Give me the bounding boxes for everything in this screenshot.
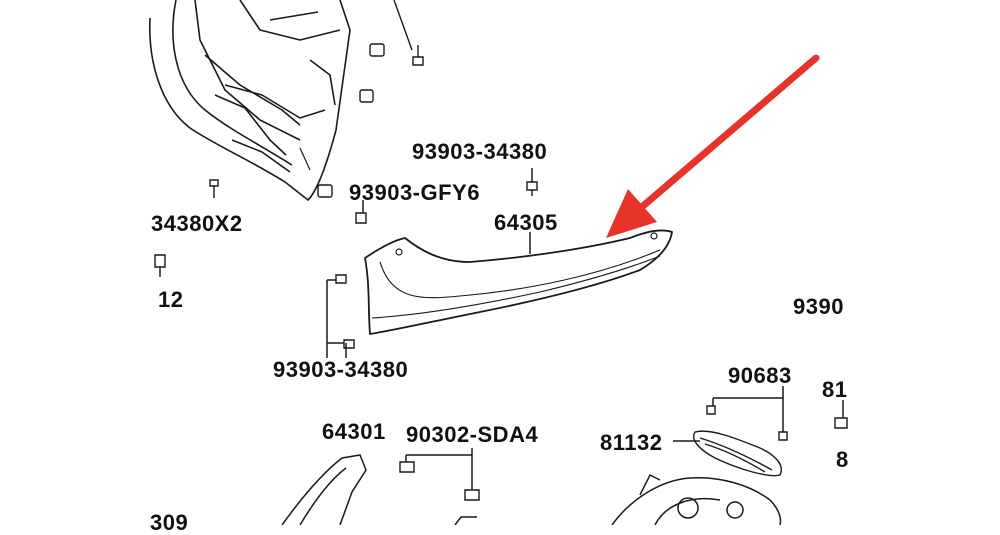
part-label-93903-34380-top: 93903-34380 — [412, 139, 548, 164]
clip-brackets — [154, 0, 538, 349]
part-label-64301: 64301 — [322, 419, 386, 444]
red-arrow — [606, 54, 820, 238]
part-label-9390: 9390 — [793, 294, 844, 319]
part-label-81132: 81132 — [600, 430, 663, 455]
side-panel-64305 — [364, 229, 673, 335]
part-label-93903-gfy6: 93903-GFY6 — [349, 180, 480, 205]
part-label-34380x2: 34380X2 — [151, 211, 243, 236]
part-label-8: 8 — [836, 447, 849, 472]
part-label-90302-sda4: 90302-SDA4 — [406, 422, 539, 447]
lower-small-parts — [399, 405, 848, 501]
front-cover-part — [148, 0, 351, 201]
part-label-309: 309 — [150, 510, 189, 535]
part-label-12: 12 — [158, 287, 184, 312]
leader-lines — [326, 168, 844, 490]
part-label-81: 81 — [822, 377, 848, 402]
part-label-90683: 90683 — [728, 363, 792, 388]
part-label-93903-34380-bottom: 93903-34380 — [273, 357, 409, 382]
part-label-64305: 64305 — [494, 210, 558, 235]
lamp-81132 — [693, 430, 782, 477]
panel-64301 — [281, 454, 477, 525]
mirror-bracket-part — [611, 473, 782, 525]
